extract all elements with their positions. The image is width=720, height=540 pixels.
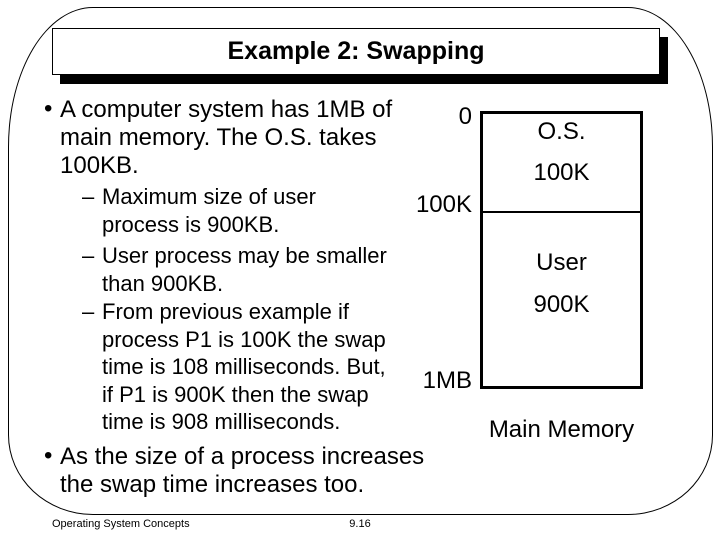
bullet-item-max-size: – Maximum size of user process is 900KB. bbox=[30, 183, 504, 238]
dash-marker: – bbox=[82, 184, 95, 209]
bullet-item-intro: • A computer system has 1MB of main memo… bbox=[30, 95, 462, 180]
bullet-text-swap-times: From previous example if process P1 is 1… bbox=[102, 299, 386, 434]
bullet-text-conclusion: As the size of a process increases the s… bbox=[60, 443, 425, 498]
memory-region-os-size: 100K bbox=[533, 159, 590, 186]
footer-book-title: Operating System Concepts bbox=[52, 518, 190, 530]
bullet-dot-marker: • bbox=[44, 442, 53, 469]
slide-title: Example 2: Swapping bbox=[227, 37, 485, 65]
address-label-100k: 100K bbox=[415, 191, 472, 218]
memory-caption: Main Memory bbox=[488, 416, 635, 443]
memory-region-os-name: O.S. bbox=[537, 118, 586, 145]
address-label-1mb: 1MB bbox=[422, 367, 472, 394]
memory-region-user-size: 900K bbox=[533, 291, 590, 318]
address-label-0: 0 bbox=[458, 103, 472, 130]
memory-divider-line bbox=[483, 211, 640, 213]
dash-marker: – bbox=[82, 243, 95, 268]
bullet-item-swap-times: – From previous example if process P1 is… bbox=[30, 298, 504, 436]
footer-page-number: 9.16 bbox=[349, 518, 371, 530]
bullet-dot-marker: • bbox=[44, 95, 53, 122]
bullet-item-smaller: – User process may be smaller than 900KB… bbox=[30, 242, 504, 297]
title-box: Example 2: Swapping bbox=[52, 28, 660, 75]
bullet-text-max-size: Maximum size of user process is 900KB. bbox=[102, 184, 316, 237]
memory-region-user-name: User bbox=[536, 249, 587, 276]
dash-marker: – bbox=[82, 299, 95, 324]
slide-border-frame bbox=[8, 7, 713, 515]
bullet-item-conclusion: • As the size of a process increases the… bbox=[30, 442, 462, 499]
bullet-text-intro: A computer system has 1MB of main memory… bbox=[60, 96, 393, 179]
memory-rectangle: O.S. 100K User 900K bbox=[480, 111, 643, 389]
bullet-text-smaller: User process may be smaller than 900KB. bbox=[102, 243, 387, 296]
